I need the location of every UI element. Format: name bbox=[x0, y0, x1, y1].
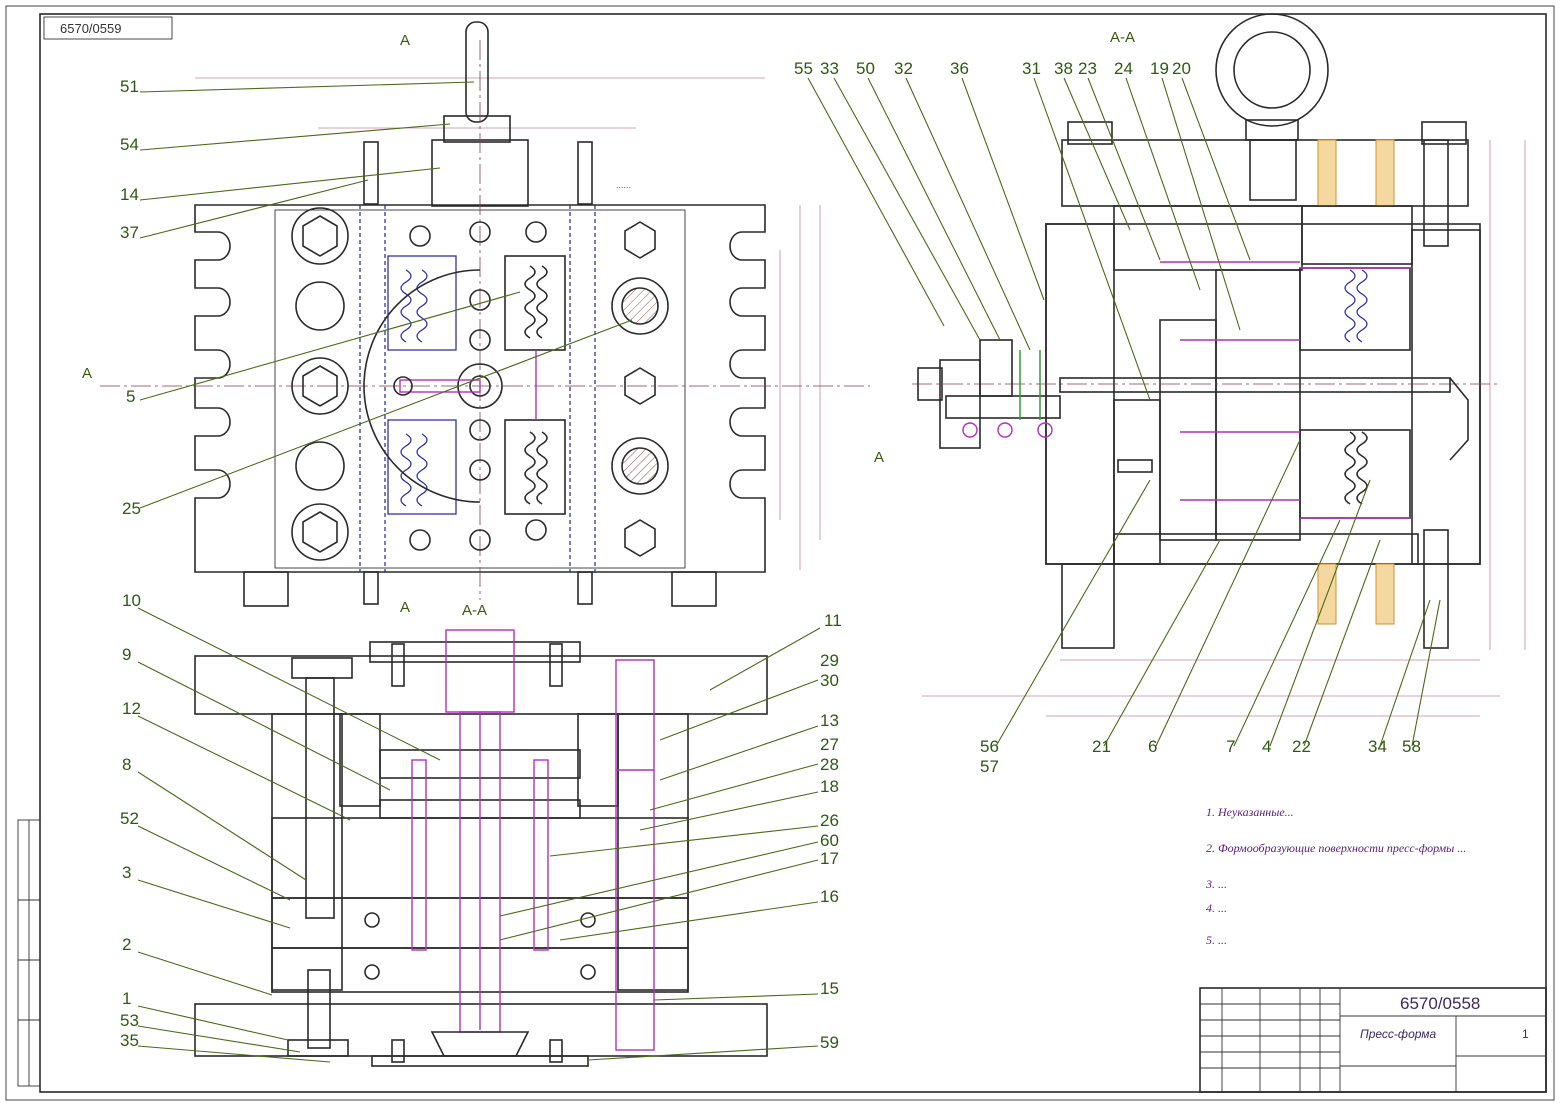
callout-11: 11 bbox=[824, 611, 842, 630]
callout-6: 6 bbox=[1148, 737, 1157, 756]
drawing-number: 6570/0558 bbox=[1400, 994, 1480, 1013]
callout-19: 19 bbox=[1150, 59, 1169, 78]
callout-33: 33 bbox=[820, 59, 839, 78]
callout-14: 14 bbox=[120, 185, 139, 204]
callout-15: 15 bbox=[820, 979, 839, 998]
callout-59: 59 bbox=[820, 1033, 839, 1052]
callout-36: 36 bbox=[950, 59, 969, 78]
section-marker-top: A bbox=[400, 32, 410, 49]
sheet-number: 1 bbox=[1522, 1027, 1529, 1041]
section-marker-right: A bbox=[874, 449, 884, 466]
callout-34: 34 bbox=[1368, 737, 1387, 756]
note-2: 2. Формообразующие поверхности пресс-фор… bbox=[1206, 841, 1466, 855]
plan-note: ...... bbox=[616, 180, 631, 190]
callout-18: 18 bbox=[820, 777, 839, 796]
callout-20: 20 bbox=[1172, 59, 1191, 78]
section-view-side: A-A bbox=[912, 13, 1526, 717]
callout-29: 29 bbox=[820, 651, 839, 670]
callout-57: 57 bbox=[980, 757, 999, 776]
callout-4: 4 bbox=[1262, 737, 1271, 756]
callout-17: 17 bbox=[820, 849, 839, 868]
callout-22: 22 bbox=[1292, 737, 1311, 756]
callouts: 51 54 14 37 5 25 10 9 12 8 52 3 2 1 53 3… bbox=[120, 59, 1441, 1063]
callout-37: 37 bbox=[120, 223, 139, 242]
callout-30: 30 bbox=[820, 671, 839, 690]
corner-stamp-text: 6570/0559 bbox=[60, 21, 121, 36]
callout-16: 16 bbox=[820, 887, 839, 906]
callout-13: 13 bbox=[820, 711, 839, 730]
technical-notes: 1. Неуказанные... 2. Формообразующие пов… bbox=[1205, 805, 1466, 947]
section-view-front: A-A bbox=[194, 602, 768, 1067]
callout-38: 38 bbox=[1054, 59, 1073, 78]
callout-56: 56 bbox=[980, 737, 999, 756]
callout-32: 32 bbox=[894, 59, 913, 78]
section-label-side: A-A bbox=[1110, 29, 1135, 46]
callout-12: 12 bbox=[122, 699, 141, 718]
note-3: 3. ... bbox=[1205, 877, 1227, 891]
title-block: 6570/0558 Пресс-форма 1 bbox=[1199, 987, 1547, 1093]
left-margin-strip bbox=[17, 819, 41, 1087]
callout-28: 28 bbox=[820, 755, 839, 774]
callout-7: 7 bbox=[1226, 737, 1235, 756]
sheet-border-inner bbox=[39, 13, 1547, 1093]
callout-9: 9 bbox=[122, 645, 131, 664]
callout-3: 3 bbox=[122, 863, 131, 882]
callout-8: 8 bbox=[122, 755, 131, 774]
callout-2: 2 bbox=[122, 935, 131, 954]
callout-5: 5 bbox=[126, 387, 135, 406]
callout-27: 27 bbox=[820, 735, 839, 754]
corner-stamp: 6570/0559 bbox=[43, 16, 173, 40]
note-1: 1. Неуказанные... bbox=[1206, 805, 1294, 819]
callout-10: 10 bbox=[122, 591, 141, 610]
callout-53: 53 bbox=[120, 1011, 139, 1030]
section-label-front: A-A bbox=[462, 602, 487, 619]
callout-31: 31 bbox=[1022, 59, 1041, 78]
callout-55: 55 bbox=[794, 59, 813, 78]
callout-23: 23 bbox=[1078, 59, 1097, 78]
note-5: 5. ... bbox=[1206, 933, 1227, 947]
callout-51: 51 bbox=[120, 77, 139, 96]
callout-24: 24 bbox=[1114, 59, 1133, 78]
drawing-name: Пресс-форма bbox=[1360, 1027, 1437, 1041]
callout-54: 54 bbox=[120, 135, 139, 154]
sheet-border-outer bbox=[5, 5, 1555, 1101]
callout-35: 35 bbox=[120, 1031, 139, 1050]
callout-52: 52 bbox=[120, 809, 139, 828]
callout-25: 25 bbox=[122, 499, 141, 518]
section-marker-bottom: A bbox=[400, 599, 410, 616]
callout-1: 1 bbox=[122, 989, 131, 1008]
section-marker-left: A bbox=[82, 365, 92, 382]
callout-60: 60 bbox=[820, 831, 839, 850]
callout-26: 26 bbox=[820, 811, 839, 830]
callout-58: 58 bbox=[1402, 737, 1421, 756]
callout-50: 50 bbox=[856, 59, 875, 78]
plan-view: A A A A ...... bbox=[82, 21, 884, 616]
note-4: 4. ... bbox=[1206, 901, 1227, 915]
